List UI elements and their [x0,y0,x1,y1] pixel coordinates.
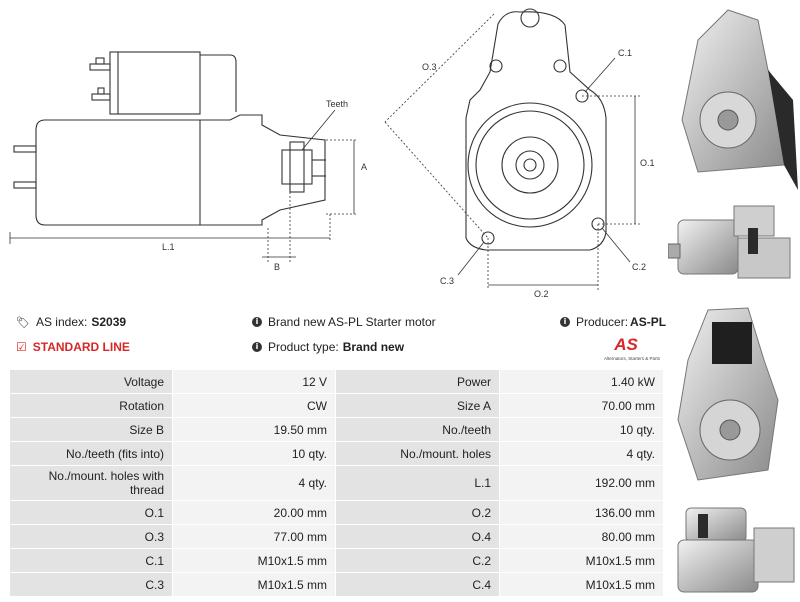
producer-value: AS-PL [630,315,667,329]
checkbox-icon: ☑ [16,340,27,354]
spec-key: L.1 [335,465,500,501]
spec-key: Power [335,369,500,394]
hole-c2-label: C.2 [632,262,646,272]
as-index-label: AS index: [35,315,88,329]
spec-key: No./mount. holes [335,441,500,466]
info-icon: i [252,342,262,352]
spec-key: C.3 [9,572,173,597]
spec-value: M10x1.5 mm [172,548,336,573]
spec-value: 19.50 mm [172,417,336,442]
spec-key: Voltage [9,369,173,394]
spec-key: O.2 [335,500,500,525]
spec-value: 4 qty. [172,465,336,501]
technical-drawing: Teeth A L.1 B O.3 C.1 O.1 C.2 C.3 O.2 [9,8,655,299]
spec-value: 20.00 mm [172,500,336,525]
spec-key: No./teeth [335,417,500,442]
spec-key: No./teeth (fits into) [9,441,173,466]
teeth-label: Teeth [326,99,348,109]
dimension-b-label: B [274,262,280,272]
producer: i Producer: AS-PL [560,315,666,329]
spec-key: Size A [335,393,500,418]
as-pl-logo: AS Alternators, Starters & Parts [604,335,661,361]
spec-value: 10 qty. [172,441,336,466]
spec-value: 192.00 mm [499,465,664,501]
table-row: No./teeth (fits into)10 qty.No./mount. h… [9,441,664,466]
spec-value: 10 qty. [499,417,664,442]
photo-front-view [681,9,798,190]
dimension-o2-label: O.2 [534,289,549,299]
spec-value: M10x1.5 mm [172,572,336,597]
spec-value: 4 qty. [499,441,664,466]
info-icon: i [560,317,570,327]
spec-value: CW [172,393,336,418]
info-icon: i [252,317,262,327]
spec-value: 70.00 mm [499,393,664,418]
photo-side-view [668,205,791,279]
spec-key: C.4 [335,572,500,597]
producer-label: Producer: [576,315,629,329]
spec-value: 136.00 mm [499,500,664,525]
tag-icon: 🏷 [16,315,30,329]
description: i Brand new AS-PL Starter motor [252,315,436,329]
as-index: 🏷 AS index: S2039 [16,315,126,329]
product-type: i Product type: Brand new [252,340,404,354]
product-type-value: Brand new [342,340,405,354]
as-index-value: S2039 [91,315,127,329]
spec-value: M10x1.5 mm [499,572,664,597]
spec-value: 80.00 mm [499,524,664,549]
photo-angled-view [677,307,779,481]
spec-key: Rotation [9,393,173,418]
spec-key: O.1 [9,500,173,525]
dimension-o3-label: O.3 [422,62,437,72]
dimension-a-label: A [361,162,367,172]
svg-text:Alternators, Starters & Parts: Alternators, Starters & Parts [604,356,661,361]
spec-key: C.1 [9,548,173,573]
standard-line-label: STANDARD LINE [32,340,130,354]
spec-value: 12 V [172,369,336,394]
standard-line: ☑ STANDARD LINE [16,340,130,354]
svg-text:AS: AS [613,335,638,354]
hole-c1-label: C.1 [618,48,632,58]
photo-top-view [677,507,795,593]
spec-key: O.4 [335,524,500,549]
hole-c3-label: C.3 [440,276,454,286]
spec-key: C.2 [335,548,500,573]
spec-key: Size B [9,417,173,442]
product-type-label: Product type: [268,340,339,354]
spec-key: O.3 [9,524,173,549]
spec-value: 1.40 kW [499,369,664,394]
product-photos [668,9,798,593]
spec-value: M10x1.5 mm [499,548,664,573]
spec-value: 77.00 mm [172,524,336,549]
spec-key: No./mount. holes with thread [9,465,173,501]
description-text: Brand new AS-PL Starter motor [268,315,436,329]
dimension-o1-label: O.1 [640,158,655,168]
dimension-l1-label: L.1 [162,242,175,252]
